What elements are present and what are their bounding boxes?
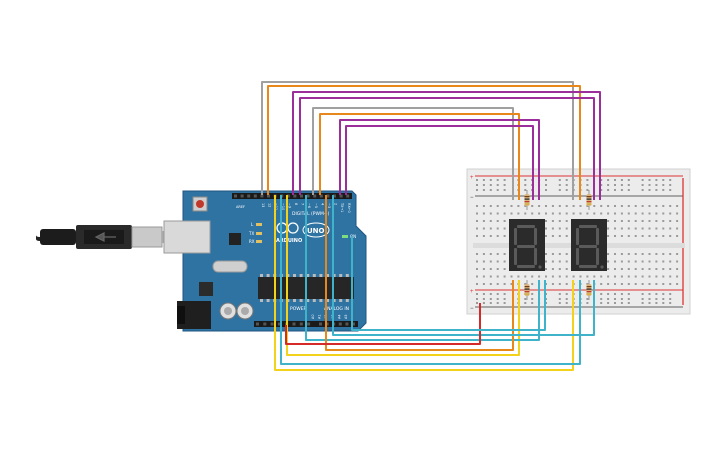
analog-pin-label: A1 [318, 315, 322, 319]
jumper-wire[interactable] [305, 195, 540, 341]
usb-socket [163, 220, 211, 254]
minus-sign-top: − [470, 195, 474, 201]
analog-in-label: ANALOG IN [324, 306, 349, 312]
jumper-wire[interactable] [312, 107, 514, 200]
resistor[interactable] [586, 190, 592, 210]
digital-pin-label: 13 [261, 203, 265, 207]
led-on [342, 235, 348, 238]
analog-header [316, 321, 358, 327]
digital-pin-label: 12 [268, 203, 272, 207]
usb-cable[interactable] [36, 225, 172, 249]
jumper-wire[interactable] [339, 119, 540, 200]
jumper-wire[interactable] [325, 195, 514, 351]
digital-pin-label: ~6 [307, 203, 311, 208]
analog-pin-label: A5 [344, 315, 348, 319]
digital-pwm-label: DIGITAL (PWM~) [292, 211, 330, 217]
digital-pin-label: ~3 [327, 203, 331, 208]
analog-pin-label: A0 [311, 315, 315, 319]
seven-segment-display-1[interactable] [509, 219, 545, 271]
jumper-wire[interactable] [285, 303, 481, 345]
jumper-wire[interactable] [286, 195, 520, 356]
jumper-wire[interactable] [267, 85, 581, 200]
digital-pin-label: ~11 [274, 203, 278, 210]
jumper-wire[interactable] [299, 97, 595, 200]
resistor[interactable] [586, 280, 592, 300]
plus-sign-top: + [470, 175, 474, 181]
digital-pin-label: TX→1 [340, 202, 344, 212]
jumper-wire[interactable] [345, 125, 534, 200]
digital-pin-label: 2 [334, 203, 338, 205]
label-l: L [251, 222, 254, 227]
voltage-regulator [199, 282, 213, 296]
jumper-wire[interactable] [261, 81, 574, 200]
jumper-wire[interactable] [280, 195, 581, 365]
jumper-wire[interactable] [332, 195, 595, 336]
led-l [256, 223, 262, 226]
analog-pin-label: A4 [337, 315, 341, 319]
digital-header [232, 193, 352, 199]
uno-text: UNO [307, 227, 325, 235]
label-on: ON [350, 234, 356, 239]
minus-sign-bottom: − [470, 306, 474, 312]
led-rx [256, 240, 262, 243]
arduino-text: ARDUINO [276, 238, 302, 244]
digital-pin-label: 8 [294, 203, 298, 205]
seven-segment-display-2[interactable] [571, 219, 607, 271]
digital-pin-label: ~9 [287, 203, 291, 208]
jumper-wire[interactable] [319, 113, 520, 200]
digital-pin-label: ~10 [281, 203, 285, 210]
digital-pin-label: RX←0 [347, 203, 351, 213]
aref-label: AREF [236, 205, 245, 209]
resistor[interactable] [524, 280, 530, 300]
jumper-wire[interactable] [292, 91, 601, 200]
led-tx [256, 232, 262, 235]
power-header [254, 321, 316, 327]
power-label: POWER [290, 306, 307, 312]
plus-sign-bottom: + [470, 289, 474, 295]
jumper-wire[interactable] [351, 236, 546, 331]
digital-pin-label: 7 [301, 203, 305, 205]
digital-pin-label: 4 [320, 203, 324, 205]
usb-chip [229, 233, 241, 245]
resistor[interactable] [524, 190, 530, 210]
digital-pin-label: ~5 [314, 203, 318, 208]
crystal-oscillator [212, 260, 248, 273]
jumper-wire[interactable] [274, 195, 574, 371]
label-rx: RX [249, 239, 255, 244]
label-tx: TX [248, 231, 254, 236]
